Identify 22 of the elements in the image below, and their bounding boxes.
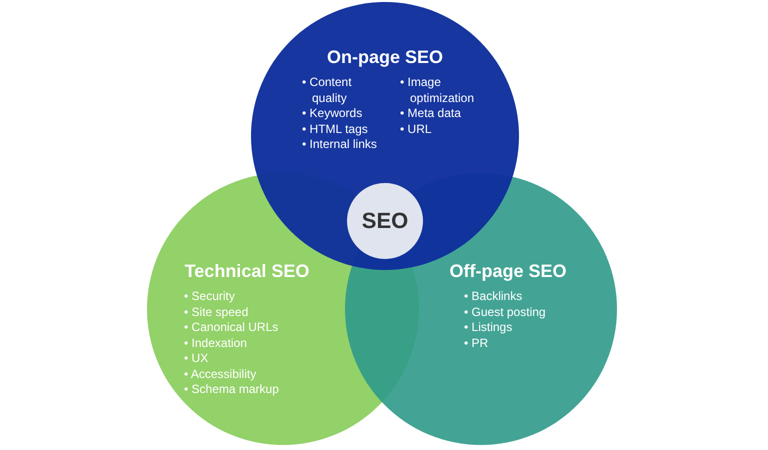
list-item: • Image optimization (400, 75, 476, 106)
list-item: • Internal links (302, 137, 378, 152)
list-item: • Canonical URLs (184, 320, 280, 336)
circle-heading: On-page SEO (327, 47, 443, 68)
list-item: • HTML tags (302, 122, 369, 137)
list-item: • Indexation (184, 336, 248, 351)
list-item: • Keywords (302, 106, 364, 122)
list-item: • Meta data (400, 106, 462, 122)
list-item: • PR (464, 336, 490, 351)
list-item: • URL (400, 122, 433, 137)
list-item: • Listings (464, 320, 514, 336)
list-item: • Schema markup (184, 382, 280, 398)
circle-heading: Technical SEO (184, 261, 310, 282)
list-item: • Backlinks (464, 289, 524, 304)
list-item: • Accessibility (184, 366, 258, 382)
list-item: • Site speed (184, 304, 250, 320)
list-item: • UX (184, 351, 210, 366)
circle-heading: Off-page SEO (450, 261, 566, 282)
list-item: • Security (184, 289, 236, 304)
circle-label: SEO (362, 208, 408, 234)
list-item: • Guest posting (464, 304, 547, 320)
list-item: • Content quality (302, 75, 353, 106)
